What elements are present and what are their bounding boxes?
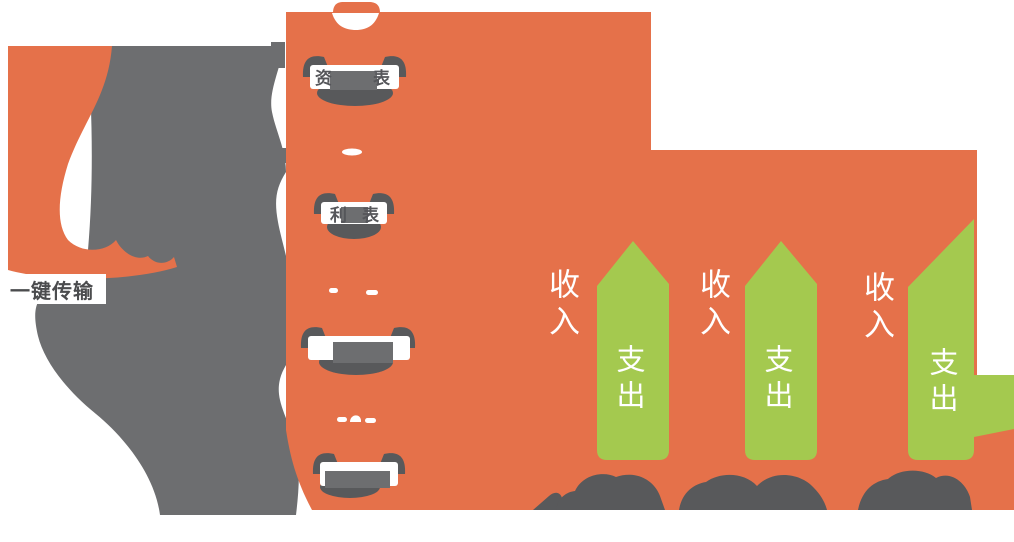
- coin-stack-silhouette-4: [858, 470, 972, 510]
- expense-column-shape-3: [908, 219, 1014, 460]
- left-orange-blob: [8, 46, 177, 279]
- coin-badge-3: [300, 288, 416, 375]
- expense-column-shape-2: [745, 241, 817, 460]
- coin-badge-1: [302, 56, 407, 106]
- coin-stack-silhouette-3: [679, 474, 827, 510]
- ribbon-cover: [333, 342, 393, 363]
- coin-badge-4: [312, 415, 406, 498]
- icon-fragment: [366, 290, 378, 295]
- left-gray-silhouette: [35, 46, 299, 515]
- icon-fragment: [342, 148, 362, 156]
- top-notch-icon: [332, 13, 379, 30]
- coin-stack-silhouette-1: [533, 492, 562, 510]
- icon-fragment: [350, 415, 361, 422]
- main-orange-field: [286, 12, 1014, 510]
- icon-fragment: [329, 288, 338, 293]
- ribbon-cover: [330, 71, 377, 90]
- gray-edge-strip: [270, 148, 286, 163]
- coin-badge-2: [313, 148, 395, 239]
- orange-top-tab: [333, 2, 380, 13]
- icon-fragment: [365, 418, 376, 423]
- ribbon-cover: [325, 471, 390, 488]
- expense-column-shape-1: [597, 241, 669, 460]
- gray-edge-strip: [271, 42, 285, 68]
- ribbon-cover: [341, 207, 368, 223]
- coin-stack-silhouette-2: [556, 474, 665, 510]
- icon-fragment: [337, 417, 347, 422]
